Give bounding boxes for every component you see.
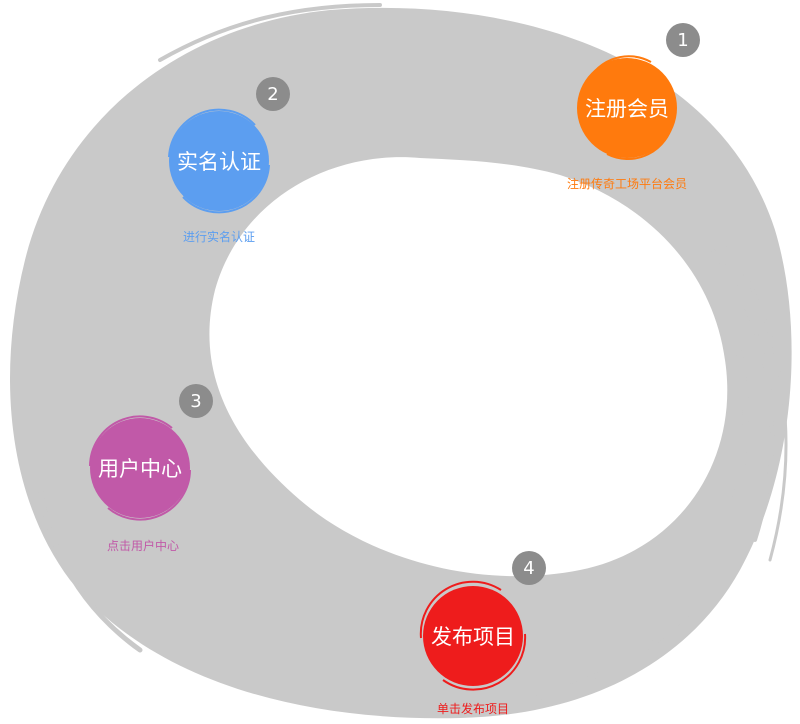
step-number-badge: 4: [512, 551, 546, 585]
step-title: 注册会员: [585, 97, 669, 121]
step-circle[interactable]: 用户中心: [90, 418, 190, 518]
step-register[interactable]: 注册会员: [567, 48, 687, 168]
step-number: 4: [523, 557, 535, 579]
step-circle[interactable]: 发布项目: [423, 586, 523, 686]
step-number: 2: [267, 83, 279, 105]
step-caption: 单击发布项目: [436, 702, 509, 716]
step-verify[interactable]: 实名认证: [159, 101, 279, 221]
step-title: 发布项目: [431, 625, 515, 649]
step-circle[interactable]: 注册会员: [577, 58, 677, 158]
step-caption: 点击用户中心: [106, 539, 179, 553]
step-title: 用户中心: [98, 457, 182, 481]
step-number: 3: [190, 390, 202, 412]
step-number: 1: [677, 29, 689, 51]
step-number-badge: 2: [256, 77, 290, 111]
step-circle[interactable]: 实名认证: [169, 111, 269, 211]
step-publish[interactable]: 发布项目: [413, 576, 533, 696]
step-title: 实名认证: [177, 150, 261, 174]
step-number-badge: 3: [179, 384, 213, 418]
step-caption: 注册传奇工场平台会员: [566, 177, 687, 191]
step-ring-arc: [419, 580, 527, 691]
step-user-center[interactable]: 用户中心: [80, 408, 200, 528]
step-number-badge: 1: [666, 23, 700, 57]
step-caption: 进行实名认证: [182, 230, 255, 244]
